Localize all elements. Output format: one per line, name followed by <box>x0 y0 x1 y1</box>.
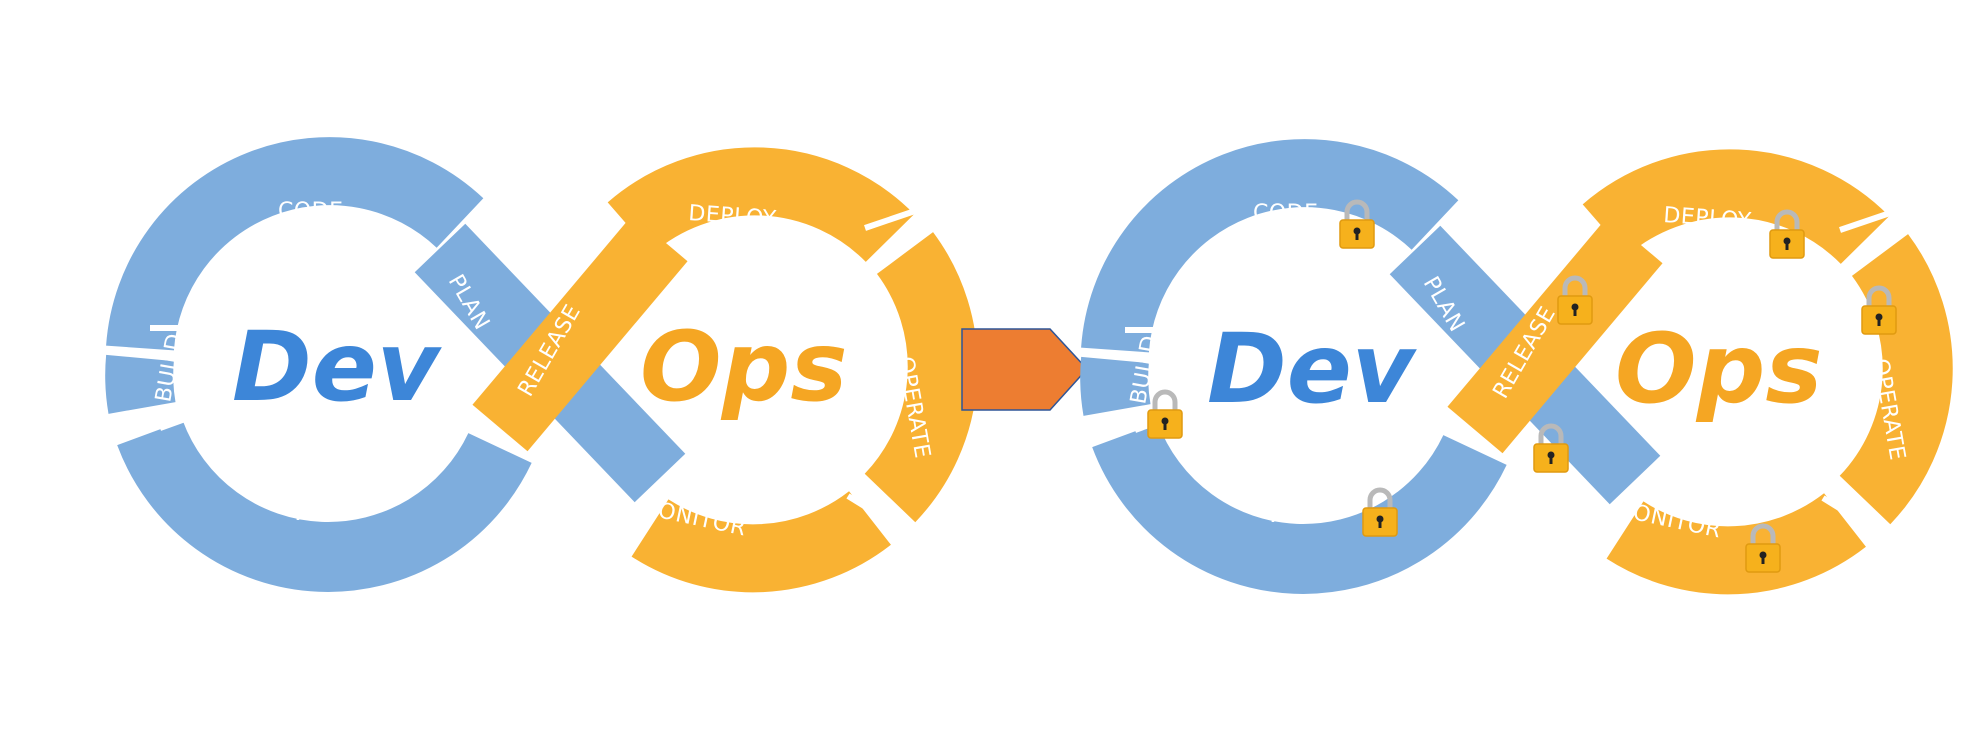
padlock-icon <box>1363 490 1397 536</box>
stage-deploy: DEPLOY <box>1663 203 1753 234</box>
padlock-icon <box>1148 392 1182 438</box>
stage-deploy: DEPLOY <box>688 201 778 232</box>
dev-word: Dev <box>1207 313 1418 425</box>
stage-code: CODE <box>1253 201 1319 226</box>
devops-infinity-loop-left: Dev Ops CODE BUILD TEST PLAN RELEASE DEP… <box>139 171 943 558</box>
dev-word: Dev <box>232 311 443 423</box>
devops-infinity-loop-right: Dev Ops CODE BUILD TEST PLAN RELEASE DEP… <box>1114 173 1918 572</box>
stage-test: TEST <box>1264 499 1332 529</box>
ops-word: Ops <box>1615 313 1822 425</box>
arrow-right-pentagon-icon <box>961 328 1089 411</box>
stage-test: TEST <box>289 497 357 527</box>
stage-code: CODE <box>278 199 344 224</box>
ops-word: Ops <box>640 311 847 423</box>
